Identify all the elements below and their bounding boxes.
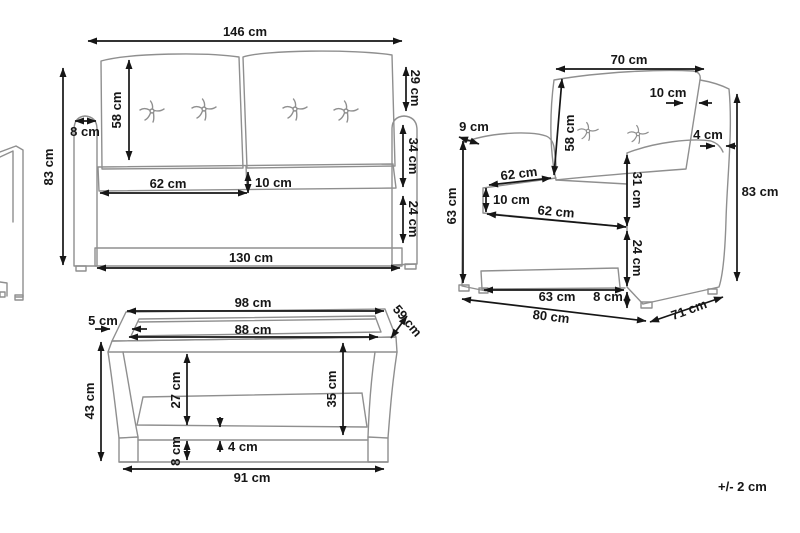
armchair-seat-depth-arrow — [488, 175, 552, 188]
sofa-back-cushion-height-label: 58 cm — [109, 92, 124, 129]
armchair-total-width-label: 80 cm — [532, 307, 570, 326]
armchair-arm-front-height-label: 63 cm — [444, 188, 459, 225]
armchair-seat-cushion-thickness-label: 10 cm — [493, 192, 530, 207]
table-frame-border-label: 5 cm — [88, 313, 118, 328]
sofa-back-cushion-right — [242, 50, 396, 169]
sofa-back-cushion-left — [100, 53, 244, 170]
partial-chair-foot — [0, 291, 6, 298]
armchair-total-height-label: 83 cm — [742, 184, 779, 199]
sofa-foot — [404, 263, 417, 270]
armchair-cushion-thickness-label: 10 cm — [650, 85, 687, 100]
table-top-width-label: 98 cm — [235, 295, 272, 310]
armchair-right-armrest — [626, 139, 724, 305]
table-top-depth-arrow — [390, 315, 408, 339]
armchair-base-front-width-label: 63 cm — [539, 289, 576, 304]
table-glass-width-label: 88 cm — [235, 322, 272, 337]
sofa-total-height-label: 83 cm — [41, 149, 56, 186]
table-left-side-panel — [107, 351, 139, 439]
armchair-arm-above-seat-label: 31 cm — [630, 172, 645, 209]
sofa-arm-width-label: 8 cm — [70, 124, 100, 139]
armchair-seat-width-label: 62 cm — [537, 202, 575, 220]
table-top-front-face — [107, 336, 398, 353]
sofa-arm-above-seat-label: 34 cm — [406, 138, 421, 175]
armchair-seat-depth-label: 62 cm — [500, 164, 538, 183]
table-bottom-rail — [118, 439, 389, 463]
sofa-base-width-label: 130 cm — [229, 250, 273, 265]
armchair-dimensions: 70 cm 58 cm 10 cm 4 cm 9 cm 63 cm 62 cm … — [444, 52, 778, 326]
partial-chair-foot — [14, 294, 24, 301]
table-base-rail-height-label: 8 cm — [168, 436, 183, 466]
armchair-foot — [458, 284, 470, 292]
table-base-width-label: 91 cm — [234, 470, 271, 485]
armchair-base-rail — [480, 267, 626, 290]
partial-chair-left-notch — [0, 281, 8, 297]
partial-chair-inner-edge — [0, 150, 14, 223]
partial-chair-body — [0, 145, 24, 298]
armchair-frame-thickness-label: 4 cm — [693, 127, 723, 142]
table-top-to-shelf-label: 35 cm — [324, 371, 339, 408]
table-right-side-panel — [367, 351, 398, 439]
armchair-outline — [458, 69, 732, 309]
sofa-right-armrest — [391, 115, 418, 266]
sofa-foot — [75, 265, 87, 272]
sofa-cushion-thickness-label: 10 cm — [255, 175, 292, 190]
armchair-back-cushion-height-label: 58 cm — [562, 115, 577, 152]
armchair-total-depth-label: 71 cm — [669, 296, 709, 323]
sofa-seat-cushion-width-label: 62 cm — [150, 176, 187, 191]
armchair-seat-width-arrow — [486, 211, 627, 230]
armchair-total-depth-arrow — [649, 296, 724, 323]
sofa-seat-height-label: 24 cm — [406, 201, 421, 238]
table-shelf-clearance-label: 27 cm — [168, 372, 183, 409]
sofa-base — [94, 247, 403, 267]
tolerance-note: +/- 2 cm — [718, 479, 767, 494]
partial-chair-left — [0, 145, 24, 301]
table-left-leg — [118, 436, 139, 463]
table-right-leg — [367, 436, 389, 463]
sofa-dimensions: 146 cm 83 cm 58 cm 8 cm 29 cm 34 cm 24 c… — [41, 24, 423, 272]
armchair-base-height-label: 8 cm — [593, 289, 623, 304]
table-shelf — [136, 392, 368, 428]
sofa-back-above-arm-label: 29 cm — [408, 70, 423, 107]
sofa-total-width-label: 146 cm — [223, 24, 267, 39]
armchair-back-frame — [642, 79, 732, 305]
table-shelf-gap-label: 4 cm — [228, 439, 258, 454]
armchair-arm-top-width-arrow — [458, 136, 480, 145]
sofa-outline — [73, 50, 418, 272]
table-total-height-label: 43 cm — [82, 383, 97, 420]
armchair-back-cushion-height-arrow — [551, 78, 565, 176]
sofa-left-armrest — [73, 115, 98, 267]
armchair-total-width-arrow — [461, 296, 647, 324]
armchair-arm-top-width-label: 9 cm — [459, 119, 489, 134]
armchair-back-width-label: 70 cm — [611, 52, 648, 67]
armchair-seat-height-label: 24 cm — [630, 240, 645, 277]
armchair-foot — [707, 288, 718, 295]
coffee-table-dimensions: 98 cm 5 cm 88 cm 59 cm 43 cm 27 cm 35 cm… — [82, 295, 425, 485]
